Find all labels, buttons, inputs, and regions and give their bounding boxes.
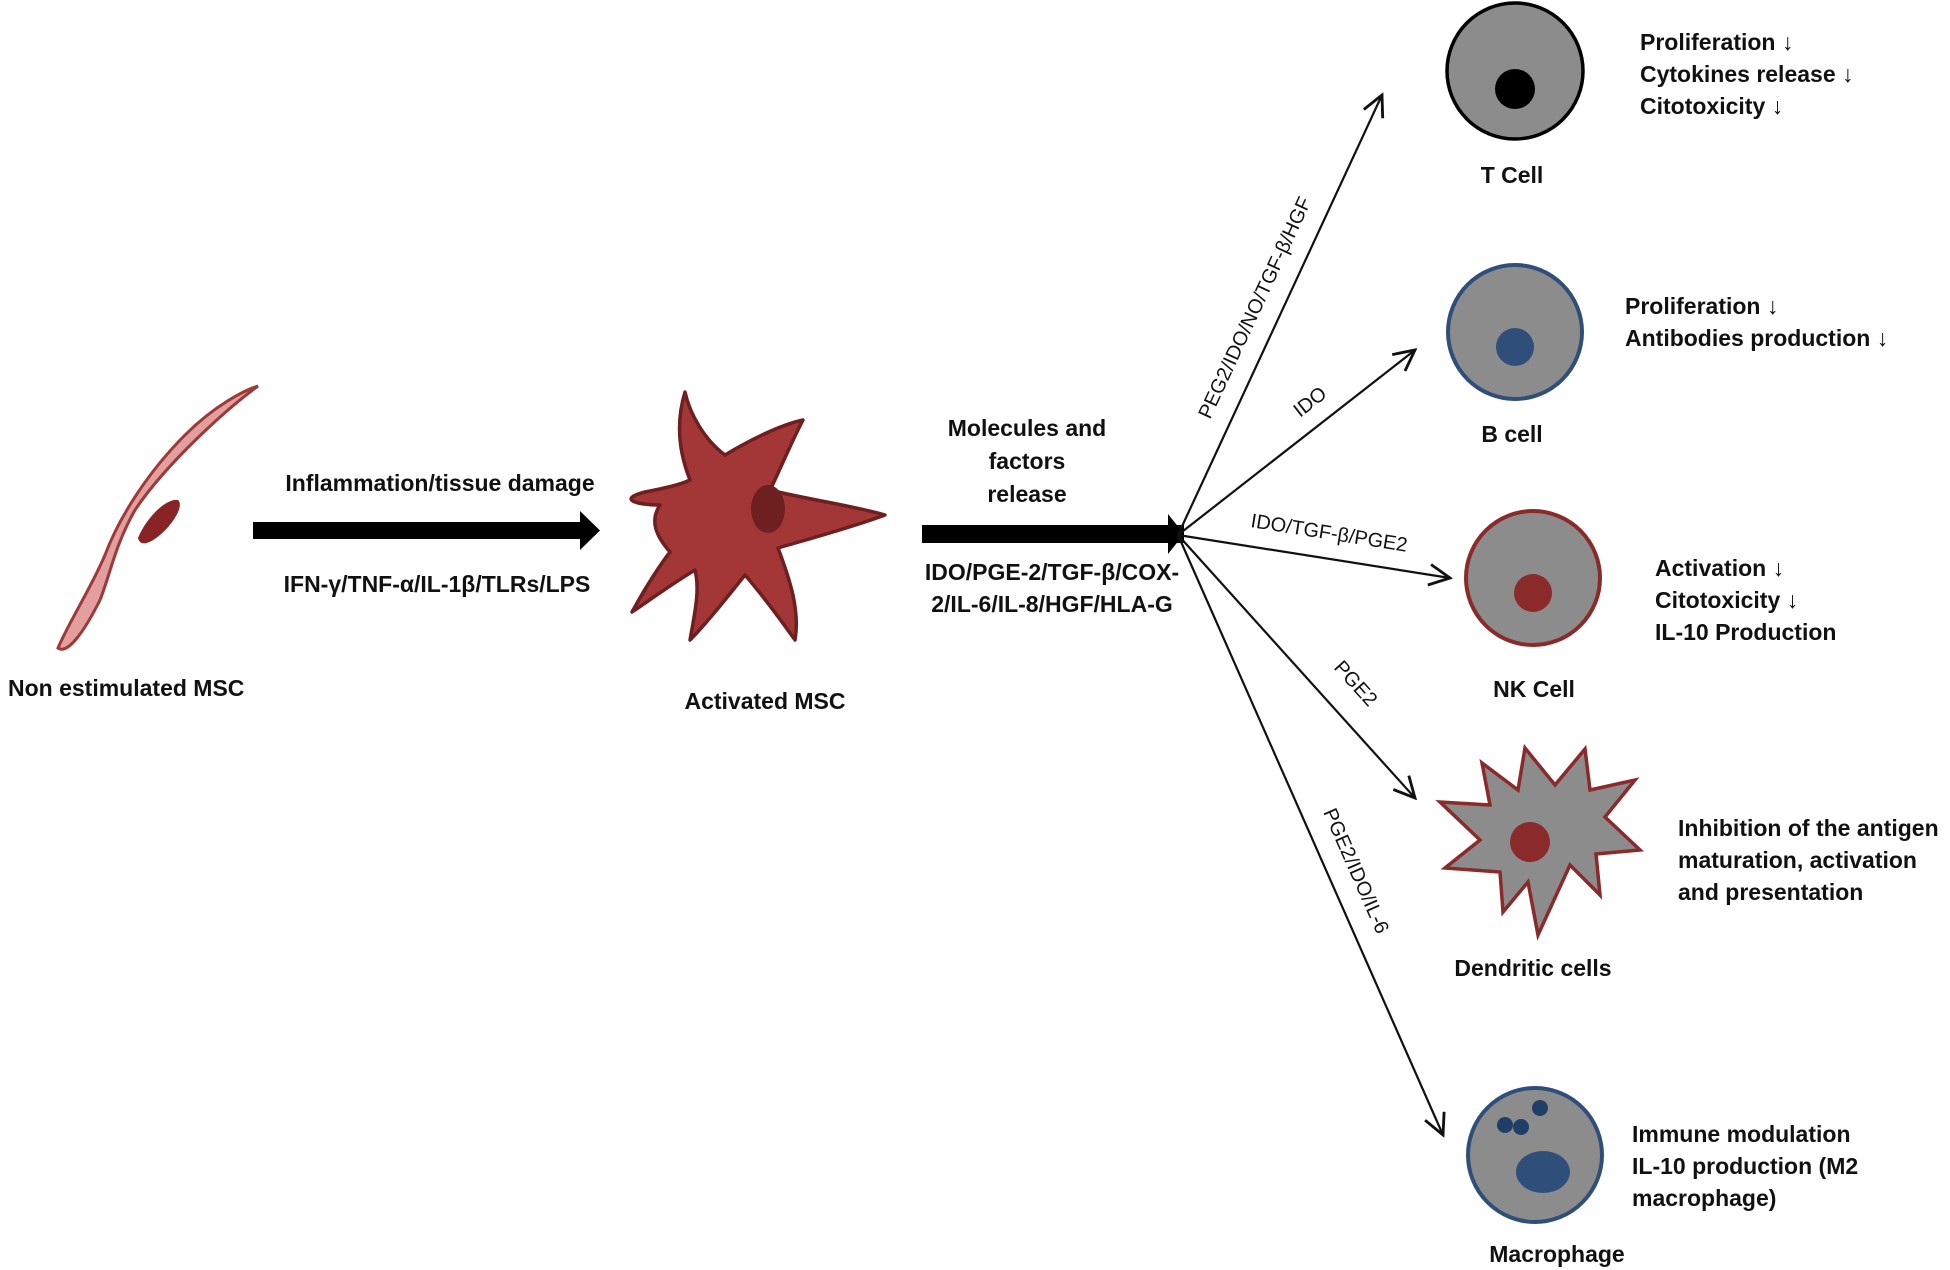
activated-msc-nucleus (751, 485, 785, 533)
nk-cell-effect-3: IL-10 Production (1655, 619, 1836, 645)
macrophage-vesicle-1 (1532, 1100, 1548, 1116)
branch-arrow-dendritic (1177, 534, 1415, 798)
activated-msc-label: Activated MSC (684, 688, 845, 714)
dendritic-cell-nucleus (1510, 822, 1550, 862)
macrophage-factors-label: PGE2/IDO/IL-6 (1318, 805, 1392, 937)
branch-arrow-t-cell (1177, 95, 1382, 536)
branch-arrow-b-cell (1177, 350, 1415, 536)
branch-arrow-macrophage (1176, 534, 1443, 1135)
t-cell (1445, 1, 1585, 141)
nk-cell-label: NK Cell (1493, 676, 1575, 702)
release-arrow (922, 514, 1184, 554)
dendritic-effect-3: and presentation (1678, 879, 1863, 905)
release-label-line3: release (987, 481, 1066, 507)
t-cell-effect-2: Cytokines release ↓ (1640, 61, 1854, 87)
b-cell-effect-1: Proliferation ↓ (1625, 293, 1778, 319)
non-stimulated-msc-label: Non estimulated MSC (8, 675, 244, 701)
dendritic-factors-label: PGE2 (1329, 657, 1381, 711)
macrophage-nucleus (1516, 1151, 1570, 1193)
t-cell-label: T Cell (1481, 162, 1544, 188)
b-cell-label: B cell (1481, 421, 1542, 447)
b-cell-nucleus (1496, 328, 1534, 366)
t-cell-effect-3: Citotoxicity ↓ (1640, 93, 1783, 119)
activated-msc-cell (629, 390, 887, 642)
stimuli-label: IFN-γ/TNF-α/IL-1β/TLRs/LPS (284, 571, 591, 597)
nk-cell-nucleus (1514, 574, 1552, 612)
macrophage-effect-3: macrophage) (1632, 1185, 1776, 1211)
dendritic-cell (1435, 743, 1645, 941)
inflammation-arrow (253, 511, 600, 550)
molecules-label-line2: 2/IL-6/IL-8/HGF/HLA-G (931, 591, 1173, 617)
branch-arrows (1176, 95, 1450, 1135)
dendritic-effect-2: maturation, activation (1678, 847, 1917, 873)
macrophage-cell (1466, 1086, 1604, 1224)
t-cell-factors-label: PEG2/IDO/NO/TGF-β/HGF (1195, 194, 1317, 422)
macrophage-label: Macrophage (1489, 1241, 1624, 1267)
b-cell-factors-label: IDO (1290, 383, 1332, 422)
release-label-line1: Molecules and (948, 415, 1106, 441)
nk-cell-effect-2: Citotoxicity ↓ (1655, 587, 1798, 613)
t-cell-nucleus (1495, 69, 1535, 109)
macrophage-vesicle-3 (1513, 1119, 1529, 1135)
branch-arrow-nk-cell (1177, 533, 1450, 578)
msc-body (56, 384, 259, 651)
molecules-label-line1: IDO/PGE-2/TGF-β/COX- (925, 559, 1179, 585)
b-cell-effect-2: Antibodies production ↓ (1625, 325, 1888, 351)
nk-cell (1464, 509, 1602, 647)
dendritic-effect-1: Inhibition of the antigen (1678, 815, 1939, 841)
nk-cell-effect-1: Activation ↓ (1655, 555, 1784, 581)
non-stimulated-msc-cell (56, 384, 259, 651)
release-label-line2: factors (989, 448, 1066, 474)
macrophage-effect-2: IL-10 production (M2 (1632, 1153, 1858, 1179)
msc-nucleus (138, 499, 180, 544)
macrophage-vesicle-2 (1497, 1117, 1513, 1133)
dendritic-cell-label: Dendritic cells (1454, 955, 1611, 981)
inflammation-label: Inflammation/tissue damage (285, 470, 594, 496)
t-cell-effect-1: Proliferation ↓ (1640, 29, 1793, 55)
macrophage-effect-1: Immune modulation (1632, 1121, 1851, 1147)
b-cell (1446, 263, 1584, 401)
